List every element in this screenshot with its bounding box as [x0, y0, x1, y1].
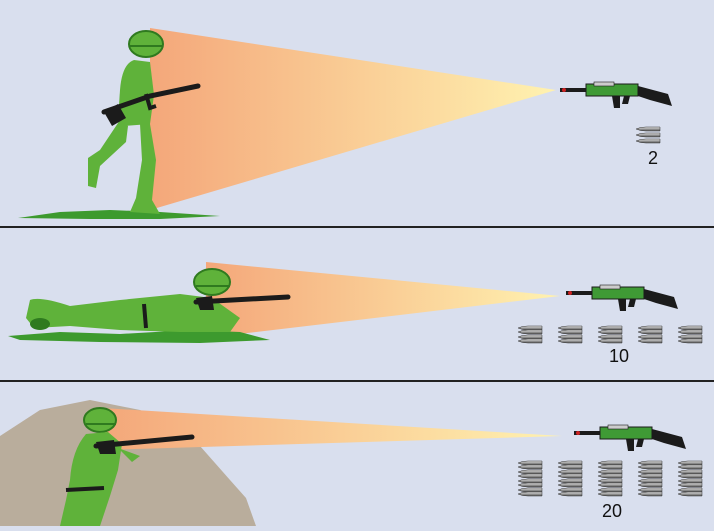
ammo-block [678, 326, 702, 334]
ammo-stack [636, 127, 660, 143]
ammo-block [558, 326, 582, 334]
ground-patch [18, 210, 220, 219]
ammo-block [638, 470, 662, 478]
ammo-block [518, 488, 542, 496]
ammo-block [598, 335, 622, 343]
ammo-count-behind-cover: 20 [602, 501, 622, 522]
ammo-block [678, 335, 702, 343]
ammo-block [558, 479, 582, 487]
ammo-block [558, 335, 582, 343]
ammo-block [678, 479, 702, 487]
ammo-count-prone: 10 [609, 346, 629, 367]
ammo-block [638, 488, 662, 496]
ammo-block [638, 326, 662, 334]
ammo-block [518, 470, 542, 478]
ammo-grid [518, 461, 702, 496]
target-rifle-icon [566, 285, 678, 311]
ammo-block [598, 461, 622, 469]
ammo-block [518, 479, 542, 487]
ammo-block [638, 335, 662, 343]
ammo-block [558, 470, 582, 478]
sight-cone [150, 28, 556, 210]
ammo-block [518, 335, 542, 343]
ammo-block [518, 461, 542, 469]
ammo-block [598, 488, 622, 496]
target-rifle-icon [574, 425, 686, 451]
ammo-block [598, 326, 622, 334]
ammo-block [678, 488, 702, 496]
ammo-block [638, 461, 662, 469]
ammo-block [558, 461, 582, 469]
panel-behind-cover [0, 400, 702, 526]
ground-patch [8, 330, 270, 343]
sight-cone [102, 408, 562, 450]
panel-prone [8, 262, 702, 343]
panel-standing [18, 28, 672, 219]
ammo-block [598, 479, 622, 487]
ammo-grid [518, 326, 702, 343]
ammo-block [678, 461, 702, 469]
ammo-block [638, 479, 662, 487]
ammo-count-standing: 2 [648, 148, 658, 169]
ammo-block [518, 326, 542, 334]
ammo-block [558, 488, 582, 496]
target-rifle-icon [560, 82, 672, 108]
ammo-block [678, 470, 702, 478]
ammo-block [598, 470, 622, 478]
